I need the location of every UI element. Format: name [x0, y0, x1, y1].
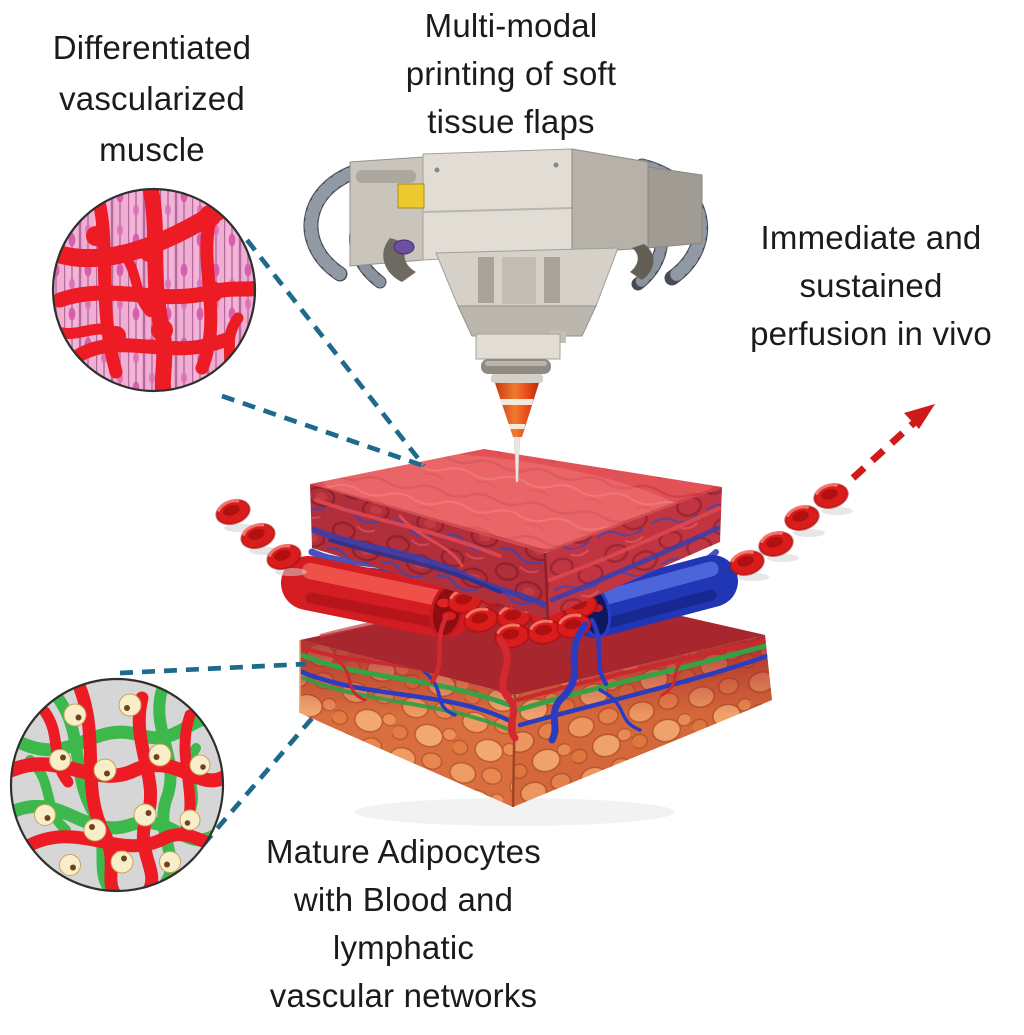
warning-label — [397, 183, 425, 209]
callout-line-muscle-a — [245, 238, 426, 468]
printer-needle — [514, 436, 520, 483]
adipose-inset — [9, 677, 225, 893]
tissue-flap-block — [281, 449, 772, 826]
bioprinter — [303, 148, 708, 483]
muscle-front-edge — [543, 552, 550, 621]
muscle-top-face — [310, 449, 722, 553]
adipose-inset-border — [9, 677, 225, 893]
muscle-inset-border — [51, 187, 257, 393]
callout-line-adipose-b — [201, 714, 316, 847]
perfusion-arrow-shaft — [850, 418, 919, 481]
right-bracket — [630, 244, 654, 280]
printer-nozzle — [495, 383, 539, 483]
label-mature-adipocytes: Mature Adipocytes with Blood and lymphat… — [266, 833, 541, 1014]
muscle-inset — [51, 187, 257, 393]
callout-lines — [119, 238, 426, 847]
label-multimodal-printing: Multi-modal printing of soft tissue flap… — [405, 7, 617, 140]
printer-carriage — [435, 247, 619, 383]
block-shadow — [355, 798, 675, 826]
label-perfusion-in-vivo: Immediate and sustained perfusion in viv… — [750, 219, 992, 352]
muscle-vascular-nodes — [86, 205, 223, 346]
rbc-stream-left — [211, 494, 307, 576]
rbc-stream-right — [726, 478, 853, 581]
adipocyte-cells — [34, 693, 211, 876]
purple-lens — [393, 239, 415, 255]
label-differentiated-muscle: Differentiated vascularized muscle — [52, 29, 252, 168]
callout-line-muscle-b — [221, 393, 425, 469]
junction-vessels — [429, 613, 609, 744]
perfusion-arrowhead-icon — [904, 404, 935, 429]
perfusion-arrow — [850, 404, 935, 481]
callout-line-adipose-a — [119, 661, 307, 676]
muscle-layer — [310, 449, 722, 621]
left-bracket — [383, 238, 416, 282]
